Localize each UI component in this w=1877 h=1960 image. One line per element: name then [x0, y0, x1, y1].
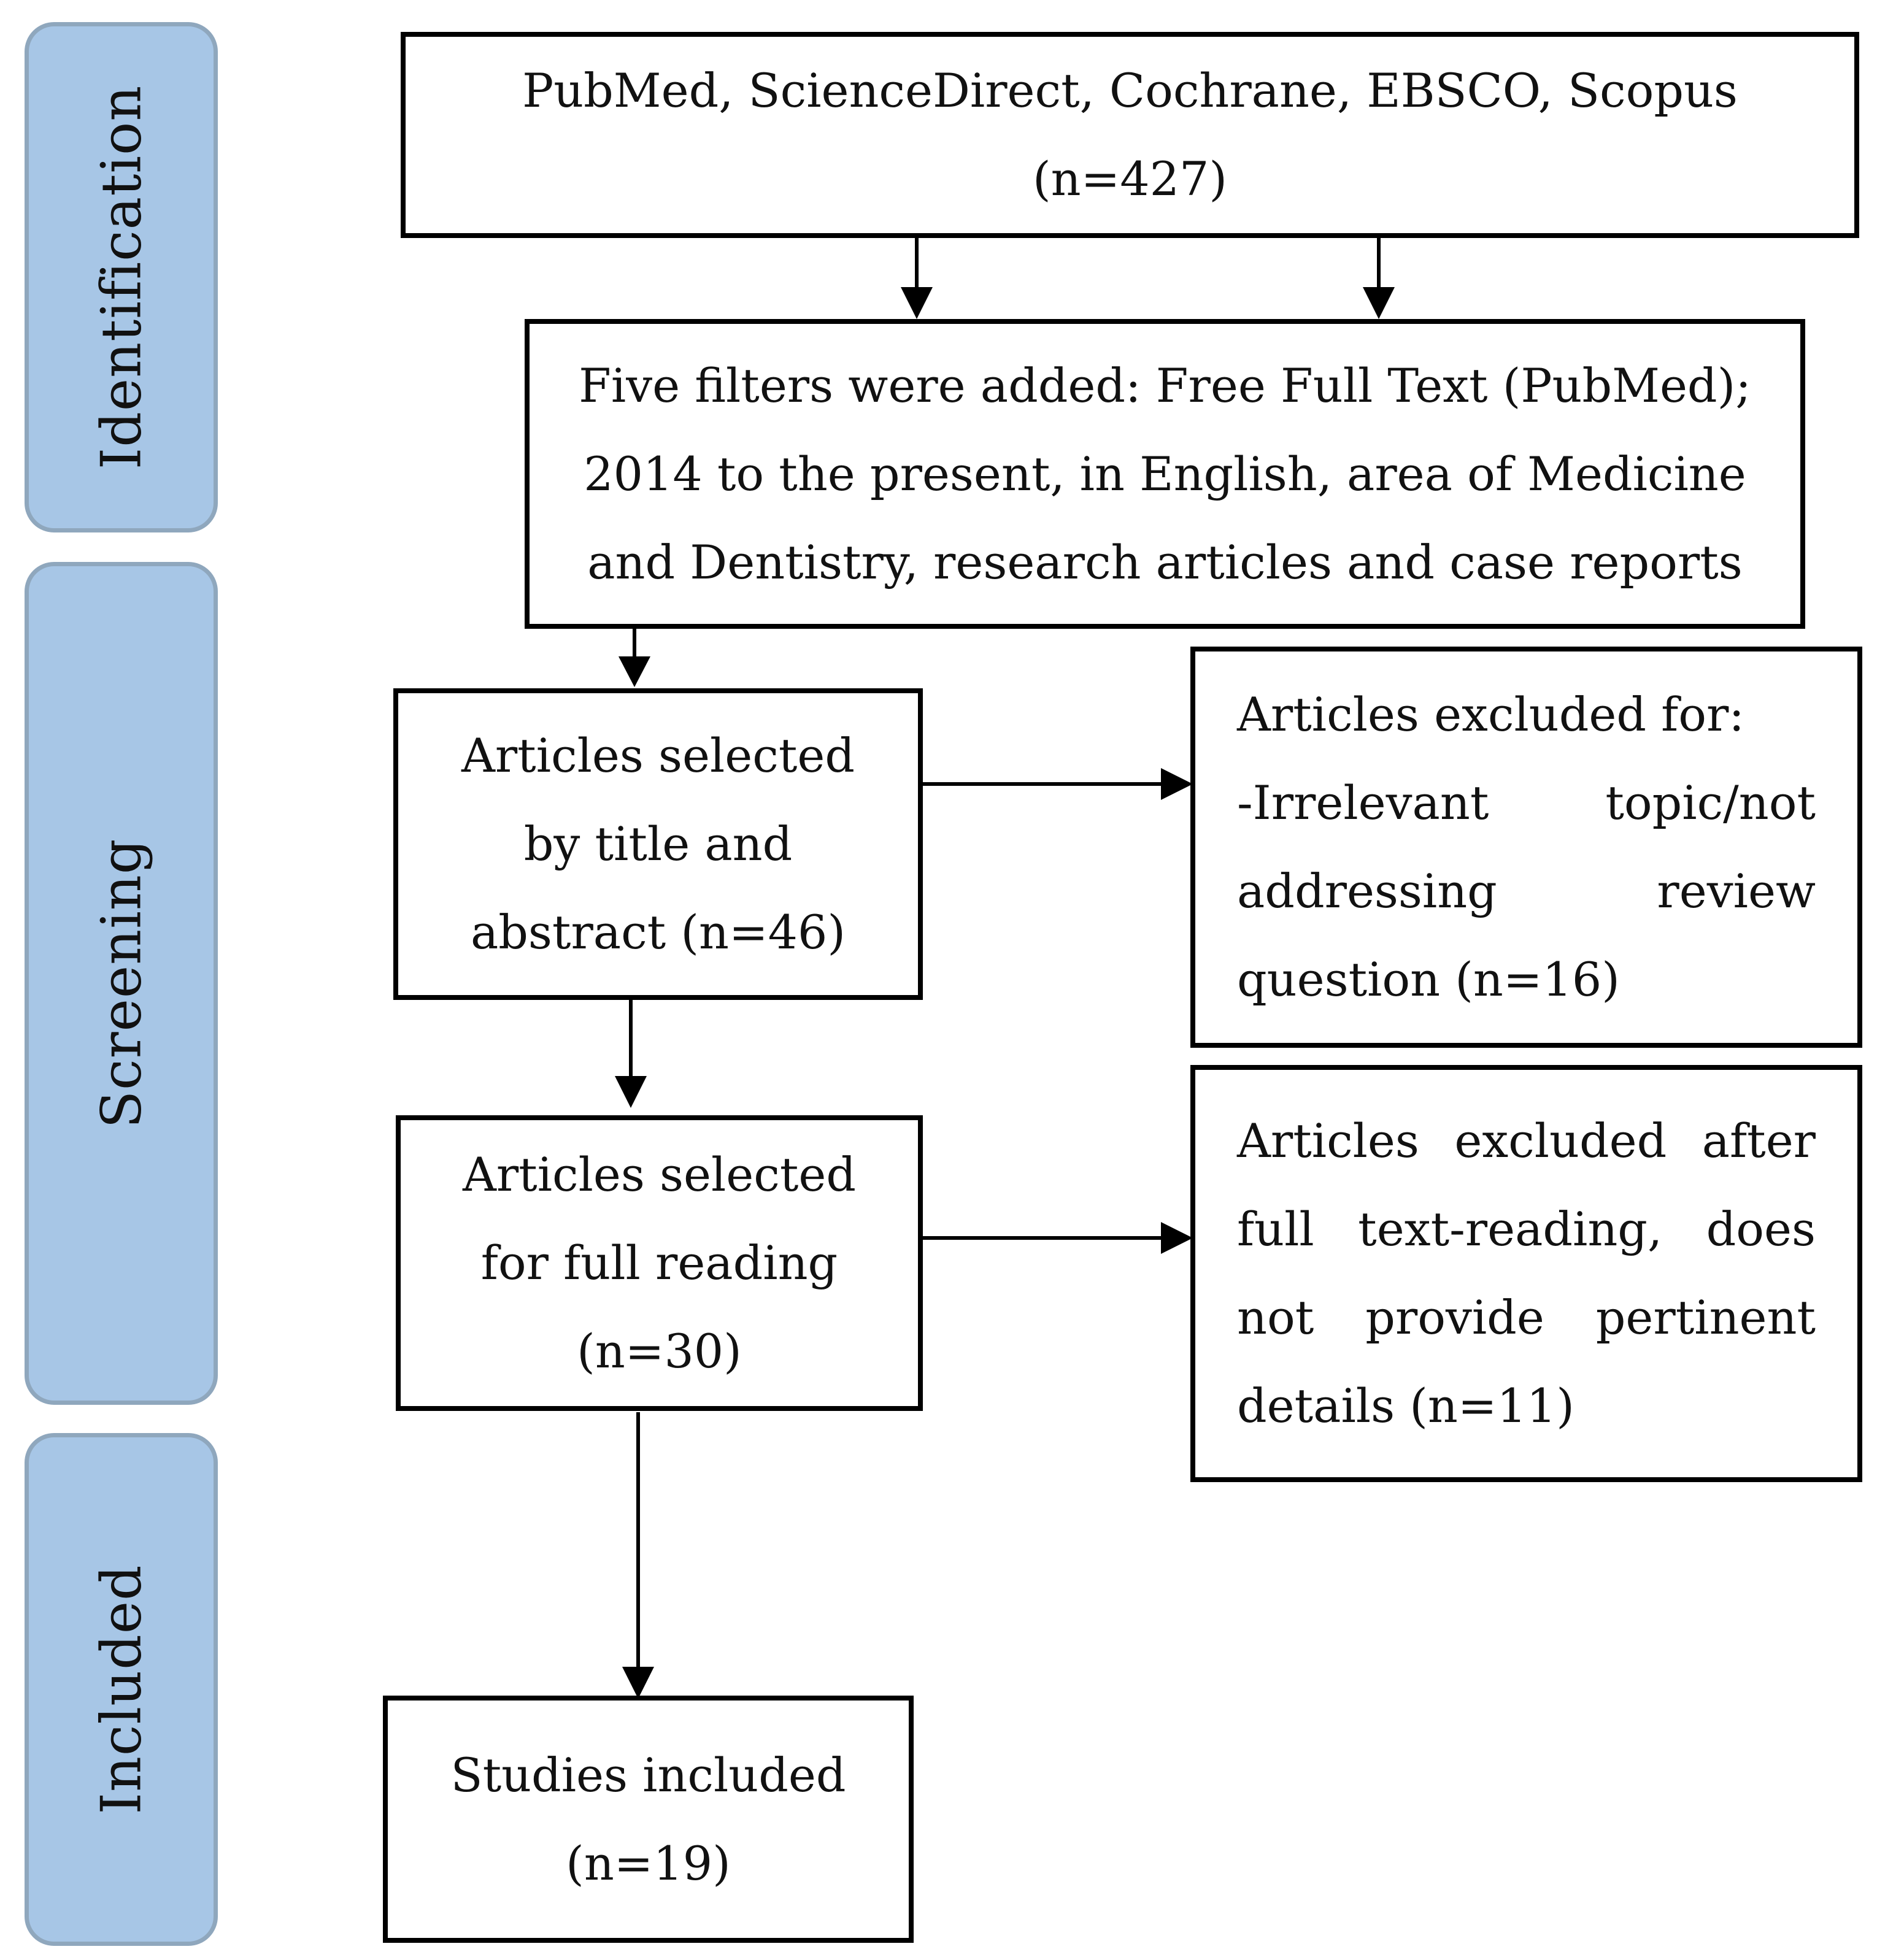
stage-screening: Screening	[25, 562, 218, 1405]
full-reading-line-3: (n=30)	[577, 1324, 742, 1378]
title-abstract-line-1: Articles selected	[461, 728, 855, 783]
included-line-1: Studies included	[450, 1747, 846, 1802]
full-reading-line-1: Articles selected	[462, 1147, 857, 1202]
full-reading-box: Articles selected for full reading (n=30…	[396, 1115, 923, 1411]
arrowhead-full-reading-to-included	[622, 1667, 654, 1699]
title-abstract-line-3: abstract (n=46)	[470, 905, 846, 959]
stage-label-included: Included	[89, 1564, 153, 1815]
sources-count: (n=427)	[1033, 152, 1227, 206]
included-box: Studies included (n=19)	[383, 1696, 914, 1943]
excluded-topic-reason: -Irrelevant topic/not addressing review …	[1237, 775, 1816, 1007]
excluded-fulltext-text: Articles excluded after full text-readin…	[1237, 1113, 1816, 1433]
title-abstract-line-2: by title and	[523, 817, 793, 871]
arrowhead-filters-to-title-abstract	[619, 656, 650, 687]
stage-label-screening: Screening	[89, 838, 153, 1129]
sources-databases: PubMed, ScienceDirect, Cochrane, EBSCO, …	[522, 63, 1738, 118]
excluded-topic-heading: Articles excluded for:	[1237, 687, 1744, 742]
title-abstract-text: Articles selected by title and abstract …	[461, 712, 855, 977]
excluded-topic-box: Articles excluded for: -Irrelevant topic…	[1190, 647, 1862, 1048]
stage-identification: Identification	[25, 22, 218, 532]
excluded-fulltext-box: Articles excluded after full text-readin…	[1190, 1065, 1862, 1482]
arrowhead-title-abstract-to-excluded	[1161, 768, 1193, 800]
arrowhead-sources-to-filters-left	[901, 287, 933, 319]
filters-box: Five filters were added: Free Full Text …	[525, 319, 1805, 629]
included-line-2: (n=19)	[566, 1835, 731, 1891]
excluded-topic-text: Articles excluded for: -Irrelevant topic…	[1237, 671, 1816, 1024]
included-text: Studies included (n=19)	[451, 1731, 846, 1908]
arrowhead-full-reading-to-excluded	[1161, 1222, 1193, 1254]
full-reading-line-2: for full reading	[480, 1236, 838, 1290]
title-abstract-box: Articles selected by title and abstract …	[393, 688, 923, 1000]
full-reading-text: Articles selected for full reading (n=30…	[463, 1131, 856, 1396]
stage-included: Included	[25, 1433, 218, 1946]
filters-text: Five filters were added: Free Full Text …	[579, 358, 1751, 590]
arrowhead-sources-to-filters-right	[1363, 287, 1395, 319]
sources-text: PubMed, ScienceDirect, Cochrane, EBSCO, …	[522, 47, 1738, 223]
stage-label-identification: Identification	[89, 85, 153, 470]
sources-box: PubMed, ScienceDirect, Cochrane, EBSCO, …	[401, 32, 1859, 238]
arrowhead-title-abstract-to-full-reading	[615, 1076, 647, 1108]
